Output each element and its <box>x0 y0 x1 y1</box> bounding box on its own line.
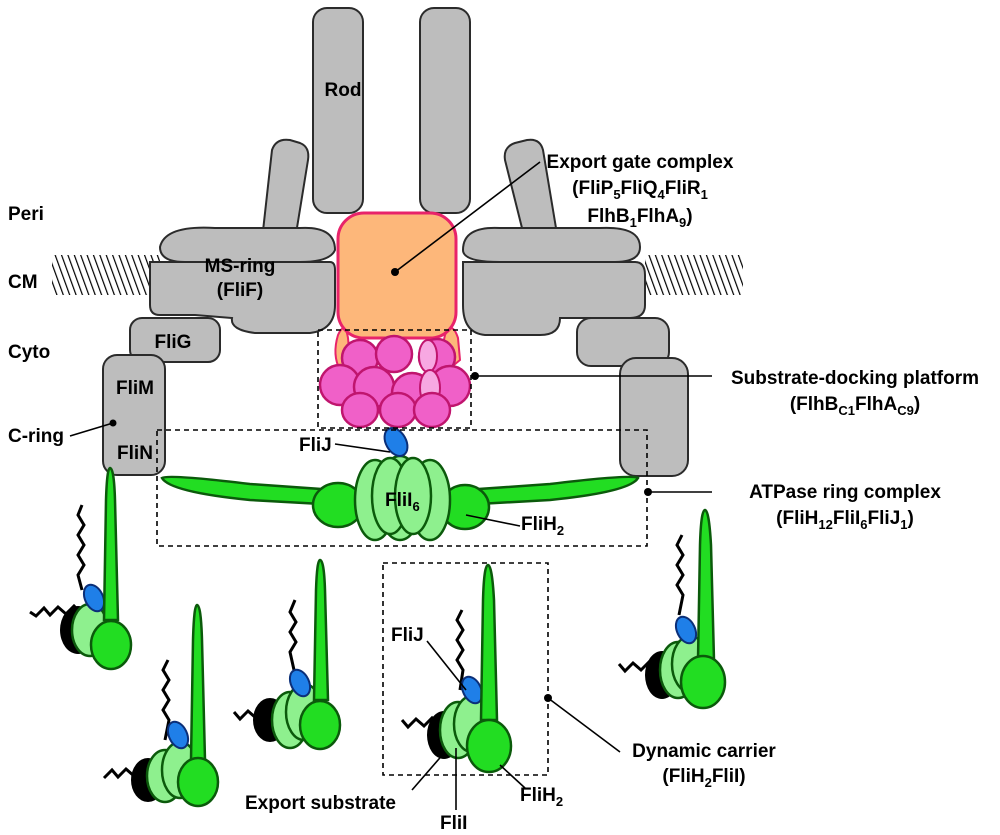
export-gate-dot <box>391 268 399 276</box>
peri-label: Peri <box>8 204 44 225</box>
c-ring-right <box>576 317 689 477</box>
atpase-dot <box>644 488 652 496</box>
ms-ring-right <box>461 138 646 336</box>
export-substrate-leader <box>411 751 446 791</box>
atpase-line2: (FliH12FliI6FliJ1) <box>776 508 914 532</box>
carrier-line2: (FliH2FliI) <box>662 766 745 790</box>
carrier-flih2-leader <box>499 764 526 789</box>
ring-flij-label: FliJ <box>299 435 332 456</box>
cm-label: CM <box>8 272 38 293</box>
atpase-ring-complex <box>160 427 640 542</box>
membrane-right <box>645 255 743 295</box>
c-ring-dot <box>109 419 117 427</box>
flij-leader <box>334 443 391 453</box>
carrier-dot <box>544 694 552 702</box>
flim-label: FliM <box>116 378 154 399</box>
ms-ring-label-2: (FliF) <box>217 280 263 301</box>
ms-ring-label-1: MS-ring <box>205 256 276 277</box>
ring-flih2-label: FliH2 <box>521 514 564 538</box>
docking-platform-box <box>317 329 472 429</box>
atpase-ring-box <box>156 429 648 547</box>
export-gate-complex <box>336 211 458 340</box>
atpase-title: ATPase ring complex <box>749 482 941 503</box>
ms-ring-left <box>149 138 337 334</box>
carrier-flij-label: FliJ <box>391 625 424 646</box>
substrate-docking-platform <box>318 334 472 429</box>
export-gate-line2: (FliP5FliQ4FliR1 <box>572 178 708 202</box>
carrier-flii-label: FliI <box>440 813 467 834</box>
c-ring-leader <box>69 422 114 437</box>
carrier-flih2-label: FliH2 <box>520 785 563 809</box>
carrier-title: Dynamic carrier <box>632 741 776 762</box>
c-ring-label: C-ring <box>8 426 64 447</box>
docking-line2: (FlhBC1FlhAC9) <box>790 394 920 418</box>
flin-label: FliN <box>117 443 153 464</box>
dynamic-carrier-5 <box>617 508 727 710</box>
docking-title: Substrate-docking platform <box>731 368 979 389</box>
ring-flii6-label: FliI6 <box>385 490 420 514</box>
dynamic-carrier-2 <box>102 603 220 808</box>
export-gate-leader <box>394 161 541 273</box>
dynamic-carrier-4 <box>400 563 513 774</box>
docking-dot <box>471 372 479 380</box>
carrier-flij-leader <box>426 640 467 691</box>
flih2-leader <box>465 514 521 527</box>
export-gate-line3: FlhB1FlhA9) <box>587 206 692 230</box>
carrier-leader <box>547 697 621 753</box>
dynamic-carrier-1 <box>29 466 133 671</box>
export-gate-title: Export gate complex <box>547 152 734 173</box>
c-ring-left <box>102 317 221 476</box>
membrane-left <box>52 255 160 295</box>
dynamic-carrier-3 <box>232 558 342 751</box>
flig-label: FliG <box>155 332 192 353</box>
dynamic-carrier-box <box>382 562 549 776</box>
rod <box>312 7 471 214</box>
export-substrate-label: Export substrate <box>245 793 396 814</box>
cyto-label: Cyto <box>8 342 50 363</box>
rod-label: Rod <box>325 80 362 101</box>
